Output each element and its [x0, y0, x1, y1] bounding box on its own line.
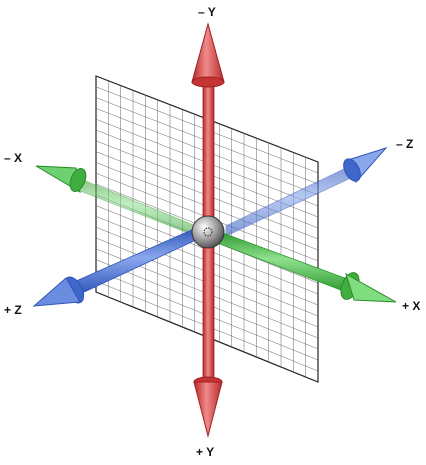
z-axis-negative	[225, 146, 388, 237]
x-axis-positive-arrowhead	[340, 272, 397, 303]
label-pos-x: + X	[402, 299, 420, 313]
sphere-icon	[191, 215, 225, 249]
label-pos-y: + Y	[196, 445, 214, 459]
y-axis-negative-arrowhead	[191, 22, 225, 88]
z-axis-negative-arrowhead	[343, 146, 388, 183]
label-pos-z: + Z	[4, 303, 22, 317]
label-neg-y: – Y	[198, 5, 216, 19]
y-axis-positive-arrowhead	[193, 376, 223, 438]
x-axis-positive	[219, 231, 397, 303]
x-axis-negative	[35, 165, 197, 237]
z-axis-positive-arrowhead	[32, 276, 85, 307]
x-axis-negative-arrowhead	[35, 165, 87, 193]
label-neg-z: – Z	[396, 137, 413, 151]
label-neg-x: – X	[4, 151, 22, 165]
z-axis-positive	[32, 227, 197, 307]
